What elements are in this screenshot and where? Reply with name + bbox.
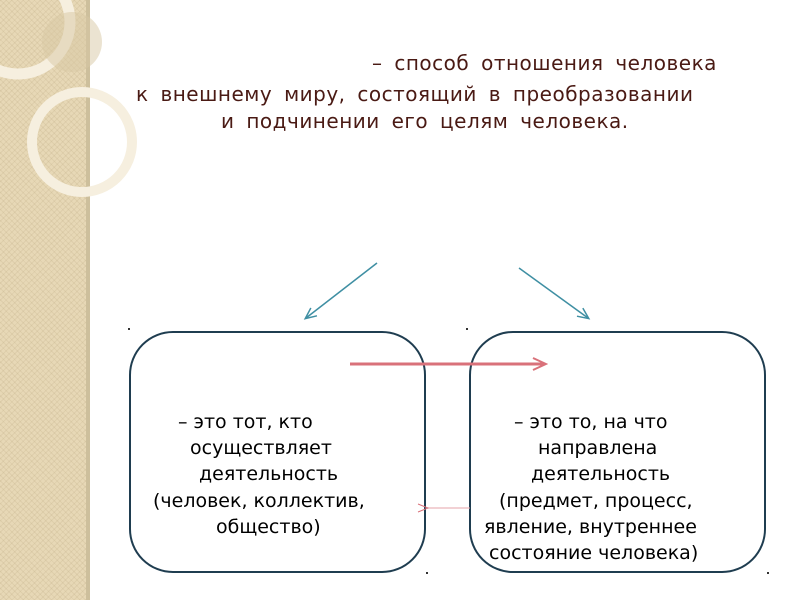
subject-line-5: общество) (216, 516, 321, 538)
placeholder-dot (466, 328, 468, 330)
definition-line-1: – способ отношения человека (372, 51, 717, 75)
object-box (469, 331, 766, 573)
subject-line-1: – это тот, кто (178, 411, 313, 433)
deco-circle-shade (42, 12, 102, 72)
sidebar-divider (86, 0, 90, 600)
placeholder-dot (128, 328, 130, 330)
deco-circle-middle (27, 87, 137, 197)
object-line-1: – это то, на что (514, 411, 668, 433)
object-line-4: (предмет, процесс, (499, 490, 693, 512)
subject-box (129, 331, 426, 573)
branch-arrow-left (303, 262, 378, 320)
object-line-2: направлена (538, 437, 658, 459)
subject-line-3: деятельность (199, 463, 339, 485)
object-line-5: явление, внутреннее (484, 516, 697, 538)
object-line-6: состояние человека) (489, 542, 699, 564)
decorative-circles (0, 0, 137, 197)
subject-line-2: осуществляет (190, 437, 332, 459)
definition-line-3: и подчинении его целям человека. (221, 109, 629, 133)
definition-line-2: к внешнему миру, состоящий в преобразова… (136, 82, 694, 106)
placeholder-dot (767, 572, 769, 574)
branch-arrow-right (518, 267, 591, 320)
object-line-3: деятельность (531, 463, 671, 485)
decorative-sidebar (0, 0, 86, 600)
subject-line-4: (человек, коллектив, (153, 490, 365, 512)
placeholder-dot (426, 572, 428, 574)
